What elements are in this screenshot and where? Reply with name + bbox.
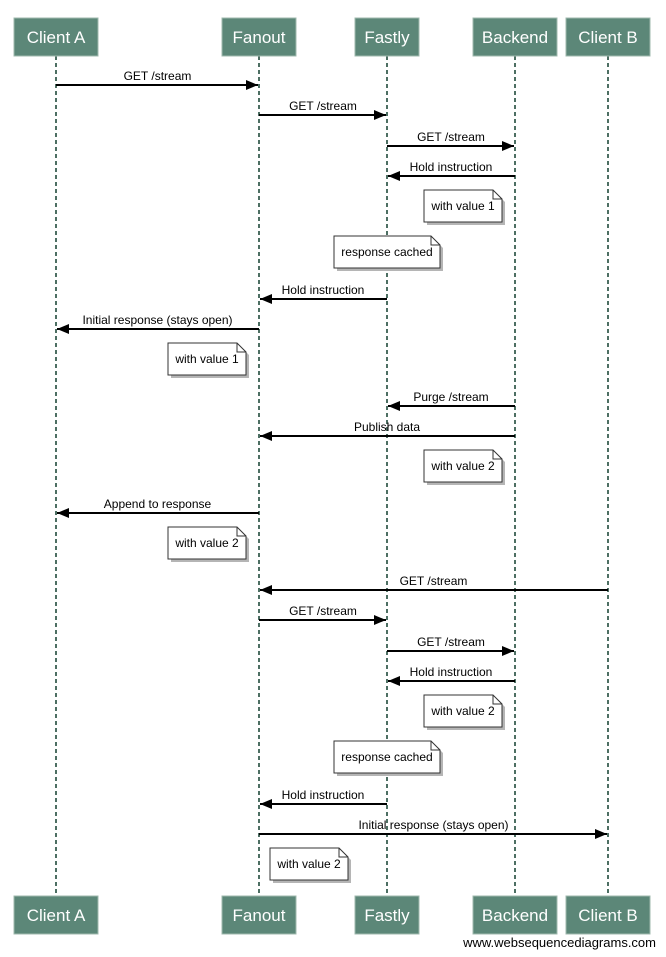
message: Purge /stream bbox=[388, 390, 515, 411]
message: GET /stream bbox=[260, 574, 608, 595]
message-label: Hold instruction bbox=[410, 665, 493, 679]
message: GET /stream bbox=[387, 635, 514, 656]
participant-label: Fanout bbox=[233, 28, 286, 47]
note: with value 2 bbox=[269, 847, 351, 883]
participant-box bbox=[13, 895, 99, 935]
participant-box bbox=[354, 895, 420, 935]
note-box bbox=[423, 449, 503, 483]
message-label: Hold instruction bbox=[282, 788, 365, 802]
note-fold bbox=[492, 450, 502, 460]
participant-client_b-bottom: Client B bbox=[565, 895, 651, 935]
participant-fastly-top: Fastly bbox=[354, 17, 420, 57]
note: response cached bbox=[333, 235, 443, 271]
message: GET /stream bbox=[259, 604, 386, 625]
note-fold bbox=[236, 527, 246, 537]
note-fold bbox=[492, 190, 502, 200]
participant-backend-bottom: Backend bbox=[472, 895, 558, 935]
message: Initial response (stays open) bbox=[57, 313, 259, 334]
participant-label: Client B bbox=[578, 906, 638, 925]
note-fold bbox=[338, 848, 348, 858]
message-label: Initial response (stays open) bbox=[358, 818, 508, 832]
note-box bbox=[333, 235, 441, 269]
note-label: with value 1 bbox=[430, 199, 495, 213]
message-label: Append to response bbox=[104, 497, 212, 511]
message-label: GET /stream bbox=[417, 130, 485, 144]
note-box bbox=[269, 847, 349, 881]
note-label: with value 2 bbox=[430, 704, 495, 718]
message: Hold instruction bbox=[260, 283, 387, 304]
participant-box bbox=[472, 895, 558, 935]
participant-label: Backend bbox=[482, 906, 548, 925]
participants-top: Client A Fanout Fastly Backend Client B bbox=[13, 17, 651, 57]
note-fold bbox=[430, 741, 440, 751]
message-label: GET /stream bbox=[289, 99, 357, 113]
message-label: Purge /stream bbox=[413, 390, 488, 404]
note: with value 2 bbox=[423, 694, 505, 730]
message-label: Hold instruction bbox=[282, 283, 365, 297]
message: Publish data bbox=[260, 420, 515, 441]
participant-label: Client B bbox=[578, 28, 638, 47]
message: Hold instruction bbox=[260, 788, 387, 809]
participant-box bbox=[354, 17, 420, 57]
participant-box bbox=[221, 17, 297, 57]
note-fold bbox=[236, 343, 246, 353]
participant-box bbox=[565, 895, 651, 935]
participant-box bbox=[221, 895, 297, 935]
message: GET /stream bbox=[387, 130, 514, 151]
note-fold bbox=[492, 695, 502, 705]
participant-label: Fastly bbox=[364, 28, 410, 47]
message: Hold instruction bbox=[388, 665, 515, 686]
participant-fanout-bottom: Fanout bbox=[221, 895, 297, 935]
note-box bbox=[423, 189, 503, 223]
message: Append to response bbox=[57, 497, 259, 518]
note-fold bbox=[430, 236, 440, 246]
participant-label: Client A bbox=[27, 28, 86, 47]
message: GET /stream bbox=[56, 69, 258, 90]
participant-box bbox=[565, 17, 651, 57]
note-label: response cached bbox=[341, 750, 432, 764]
watermark: www.websequencediagrams.com bbox=[462, 935, 656, 950]
message: Hold instruction bbox=[388, 160, 515, 181]
participant-box bbox=[472, 17, 558, 57]
note-box bbox=[167, 342, 247, 376]
participant-label: Fanout bbox=[233, 906, 286, 925]
message-label: GET /stream bbox=[289, 604, 357, 618]
message: GET /stream bbox=[259, 99, 386, 120]
participant-client_a-bottom: Client A bbox=[13, 895, 99, 935]
participant-label: Fastly bbox=[364, 906, 410, 925]
note-box bbox=[167, 526, 247, 560]
note: with value 2 bbox=[167, 526, 249, 562]
participant-client_b-top: Client B bbox=[565, 17, 651, 57]
note-box bbox=[423, 694, 503, 728]
participant-backend-top: Backend bbox=[472, 17, 558, 57]
message-label: GET /stream bbox=[400, 574, 468, 588]
message-label: Hold instruction bbox=[410, 160, 493, 174]
note: with value 1 bbox=[423, 189, 505, 225]
participant-fanout-top: Fanout bbox=[221, 17, 297, 57]
note: with value 2 bbox=[423, 449, 505, 485]
participant-client_a-top: Client A bbox=[13, 17, 99, 57]
note-label: response cached bbox=[341, 245, 432, 259]
message-label: GET /stream bbox=[124, 69, 192, 83]
participant-label: Backend bbox=[482, 28, 548, 47]
note-label: with value 2 bbox=[174, 536, 239, 550]
participants-bottom: Client A Fanout Fastly Backend Client B bbox=[13, 895, 651, 935]
message: Initial response (stays open) bbox=[259, 818, 607, 839]
note-label: with value 2 bbox=[276, 857, 341, 871]
participant-fastly-bottom: Fastly bbox=[354, 895, 420, 935]
message-label: GET /stream bbox=[417, 635, 485, 649]
note-label: with value 2 bbox=[430, 459, 495, 473]
message-label: Initial response (stays open) bbox=[82, 313, 232, 327]
lifelines bbox=[55, 56, 609, 896]
participant-label: Client A bbox=[27, 906, 86, 925]
message-label: Publish data bbox=[354, 420, 420, 434]
note: response cached bbox=[333, 740, 443, 776]
note-box bbox=[333, 740, 441, 774]
note: with value 1 bbox=[167, 342, 249, 378]
participant-box bbox=[13, 17, 99, 57]
note-label: with value 1 bbox=[174, 352, 239, 366]
